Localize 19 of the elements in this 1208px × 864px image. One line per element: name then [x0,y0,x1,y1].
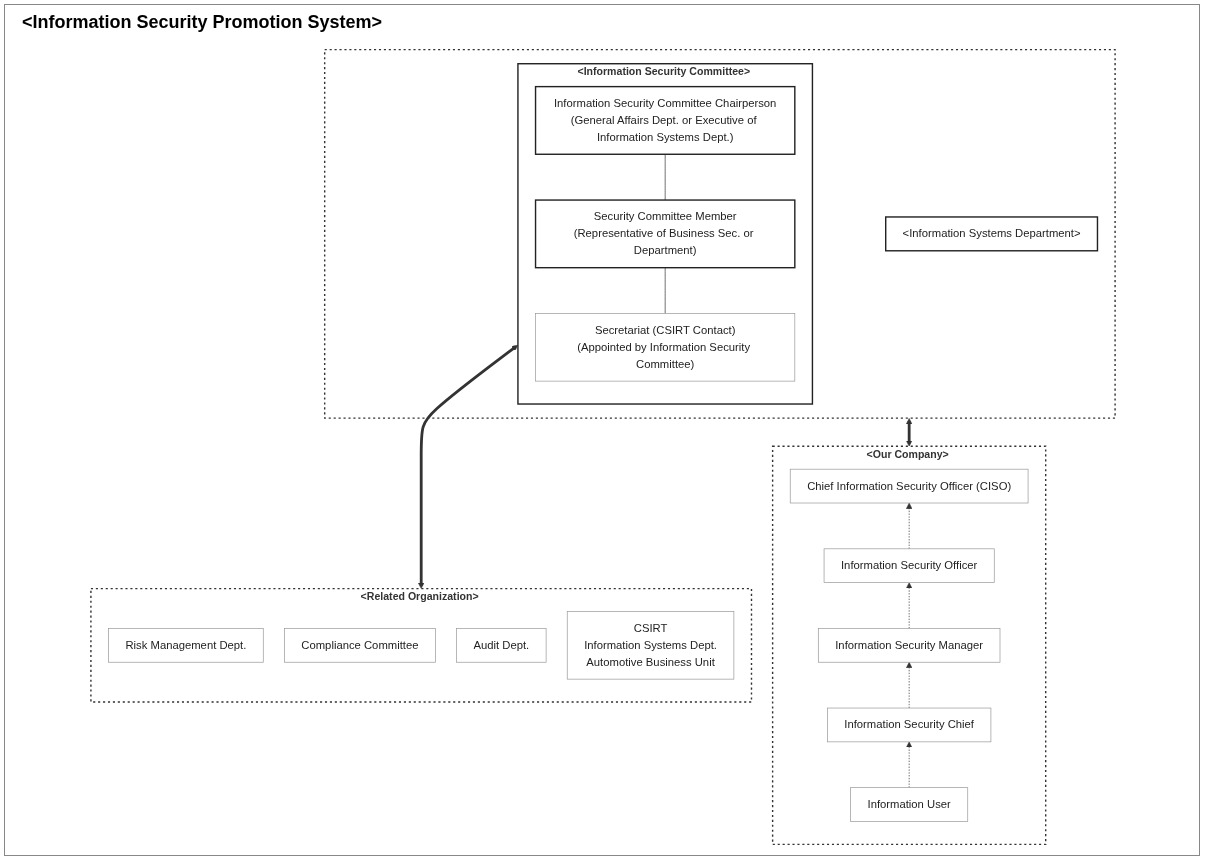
node-box: CSIRT Information Systems Dept. Automotive Business Unit [566,611,735,680]
node-box: Security Committee Member (Representative of Business Sec. or Department) [534,199,796,269]
node-box: Risk Management Dept. [108,628,264,663]
diagram-title: <Information Security Promotion System> [22,12,383,33]
node-box: Information Security Chief [827,707,992,743]
connector [664,267,666,314]
arrow [906,418,913,447]
node-box: Information User [850,787,969,822]
arrow [418,344,518,589]
node-box: Audit Dept. [456,628,547,663]
node-box: Chief Information Security Officer (CISO) [789,468,1029,504]
node-box: Information Security Officer [823,548,995,583]
node-box: <Information Systems Department> [885,216,1099,252]
cluster [323,48,1116,419]
connector [664,153,666,201]
node-box: Secretariat (CSIRT Contact) (Appointed by Information Security Committee) [535,313,796,382]
node-box: Compliance Committee [284,628,436,663]
node-box: Information Security Manager [817,628,1001,663]
node-box: Information Security Committee Chairperson (General Affairs Dept. or Executive of Information Systems Dept.) [534,85,796,155]
